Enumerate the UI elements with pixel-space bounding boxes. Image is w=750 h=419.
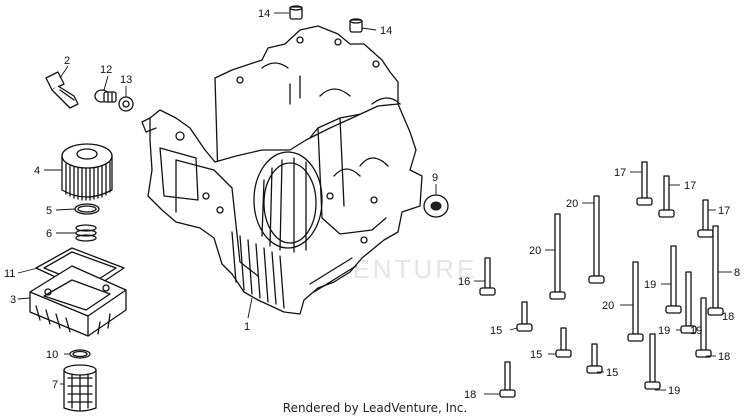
- bolt-part-18a[interactable]: [695, 297, 712, 358]
- callout-20b: 20: [529, 245, 541, 257]
- o-ring-part-10[interactable]: [69, 349, 91, 359]
- bolt-part-8[interactable]: [707, 225, 724, 316]
- dowel-pin-14-right[interactable]: [349, 18, 363, 33]
- callout-14-left: 14: [258, 8, 270, 20]
- bolt-part-17c[interactable]: [697, 199, 714, 238]
- callout-15c: 15: [606, 367, 618, 379]
- callout-12: 12: [100, 64, 112, 76]
- strainer-part-7[interactable]: [63, 364, 97, 412]
- spring-part-6[interactable]: [75, 224, 97, 242]
- callout-17a: 17: [614, 167, 626, 179]
- callout-19d: 19: [668, 385, 680, 397]
- bolt-part-20a[interactable]: [588, 195, 605, 284]
- callout-11: 11: [4, 268, 15, 280]
- drain-bolt-part-2[interactable]: [45, 71, 79, 109]
- callout-19a: 19: [644, 279, 656, 291]
- dowel-pin-14-left[interactable]: [289, 5, 303, 20]
- bolt-part-18b[interactable]: [499, 361, 516, 398]
- callout-7: 7: [52, 379, 58, 391]
- callout-4: 4: [34, 165, 40, 177]
- bolt-part-17a[interactable]: [636, 161, 653, 206]
- washer-part-13[interactable]: [118, 96, 134, 112]
- bolt-part-20c[interactable]: [627, 261, 644, 342]
- bolt-part-19a[interactable]: [665, 245, 682, 314]
- callout-18c: 18: [722, 311, 734, 323]
- callout-18a: 18: [464, 389, 476, 401]
- callout-9: 9: [432, 172, 438, 184]
- callout-16: 16: [458, 276, 470, 288]
- callout-17b: 17: [684, 180, 696, 192]
- render-credit: Rendered by LeadVenture, Inc.: [282, 401, 468, 415]
- bolt-part-15a[interactable]: [516, 301, 533, 332]
- bolt-part-17b[interactable]: [658, 175, 675, 218]
- callout-13: 13: [120, 74, 132, 86]
- callout-6: 6: [46, 228, 52, 240]
- callout-15a: 15: [490, 325, 502, 337]
- callout-15b: 15: [530, 349, 542, 361]
- o-ring-part-5[interactable]: [74, 203, 100, 215]
- callout-19b: 19: [658, 325, 670, 337]
- callout-19c: 19: [690, 325, 702, 337]
- callout-3: 3: [10, 294, 16, 306]
- bolt-part-15b[interactable]: [555, 327, 572, 358]
- callout-1: 1: [244, 321, 250, 333]
- leader-lines: [17, 12, 732, 395]
- callout-8: 8: [734, 267, 740, 279]
- callout-10: 10: [46, 349, 58, 361]
- callout-18b: 18: [718, 351, 730, 363]
- callout-labels: 1 2 3 4 5 6 7 8 9 10 11 12 13 14 14 15 1…: [4, 8, 740, 401]
- callout-17c: 17: [718, 205, 730, 217]
- crankcase-part-1[interactable]: [141, 25, 423, 315]
- callout-14-right: 14: [380, 25, 392, 37]
- bolt-part-20b[interactable]: [549, 213, 566, 300]
- callout-2: 2: [64, 55, 70, 67]
- bearing-part-9[interactable]: [423, 194, 449, 218]
- callout-20c: 20: [602, 300, 614, 312]
- plug-part-12[interactable]: [94, 89, 117, 103]
- bolt-part-19b[interactable]: [680, 271, 697, 334]
- bolt-part-19d[interactable]: [644, 333, 661, 390]
- oil-filter-part-4[interactable]: [61, 143, 113, 201]
- bolt-part-15c[interactable]: [586, 343, 603, 374]
- filter-cover-part-3[interactable]: [29, 265, 127, 337]
- callout-20a: 20: [566, 198, 578, 210]
- bolt-part-16[interactable]: [479, 257, 496, 296]
- callout-5: 5: [46, 205, 52, 217]
